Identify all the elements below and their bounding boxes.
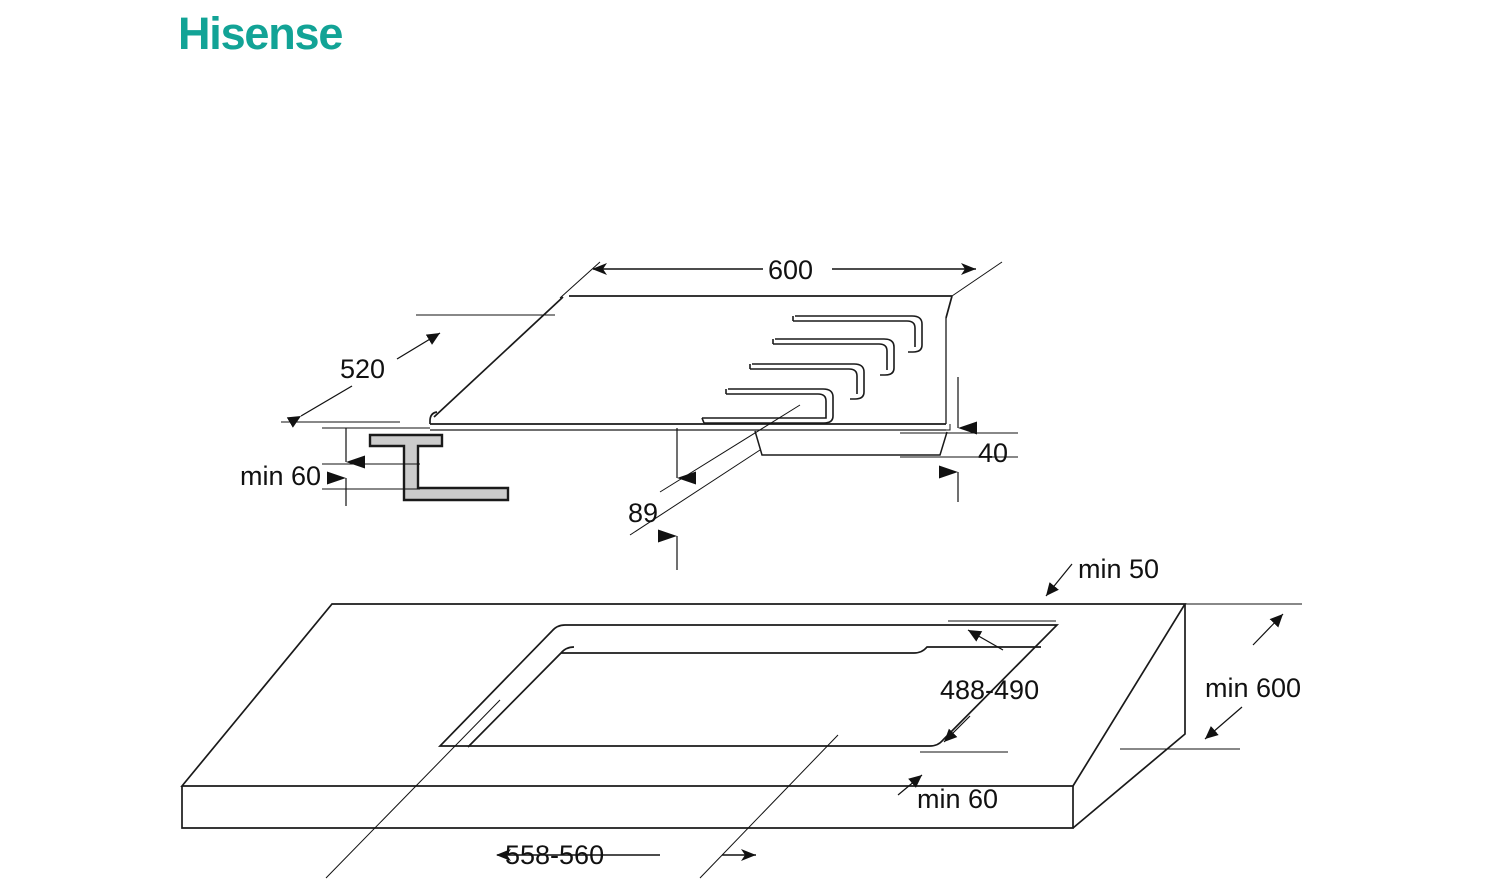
dimension-min60-bottom: min 60 xyxy=(897,774,998,814)
dimension-520: 520 xyxy=(281,314,555,428)
dim-label-40: 40 xyxy=(978,438,1008,468)
dimension-89: 89 xyxy=(628,404,801,570)
mounting-bracket xyxy=(368,433,510,502)
dim-label-min50: min 50 xyxy=(1078,554,1159,584)
dimension-600: 600 xyxy=(559,255,1003,299)
burner-grates xyxy=(701,315,923,424)
dim-label-558-560: 558-560 xyxy=(505,840,604,870)
dim-label-600: 600 xyxy=(768,255,813,285)
dim-label-89: 89 xyxy=(628,498,658,528)
dimension-558-560: 558-560 xyxy=(325,699,839,879)
dim-label-488-490: 488-490 xyxy=(940,675,1039,705)
dimension-min50: min 50 xyxy=(1045,554,1159,597)
hob-appliance-view xyxy=(429,295,953,456)
worktop-slab-view xyxy=(180,603,1187,829)
hob-body xyxy=(430,424,951,456)
dimension-488-490: 488-490 xyxy=(920,620,1056,753)
dim-label-520: 520 xyxy=(340,354,385,384)
hisense-logo: Hisense xyxy=(178,8,343,59)
dim-label-min60-bottom: min 60 xyxy=(917,784,998,814)
dim-label-min600: min 600 xyxy=(1205,673,1301,703)
dimension-40: 40 xyxy=(900,377,1018,502)
dimension-min600: min 600 xyxy=(1120,603,1302,750)
dimension-min60-top: min 60 xyxy=(240,427,430,506)
worktop-cutout xyxy=(437,624,1060,748)
dim-label-min60-top: min 60 xyxy=(240,461,321,491)
